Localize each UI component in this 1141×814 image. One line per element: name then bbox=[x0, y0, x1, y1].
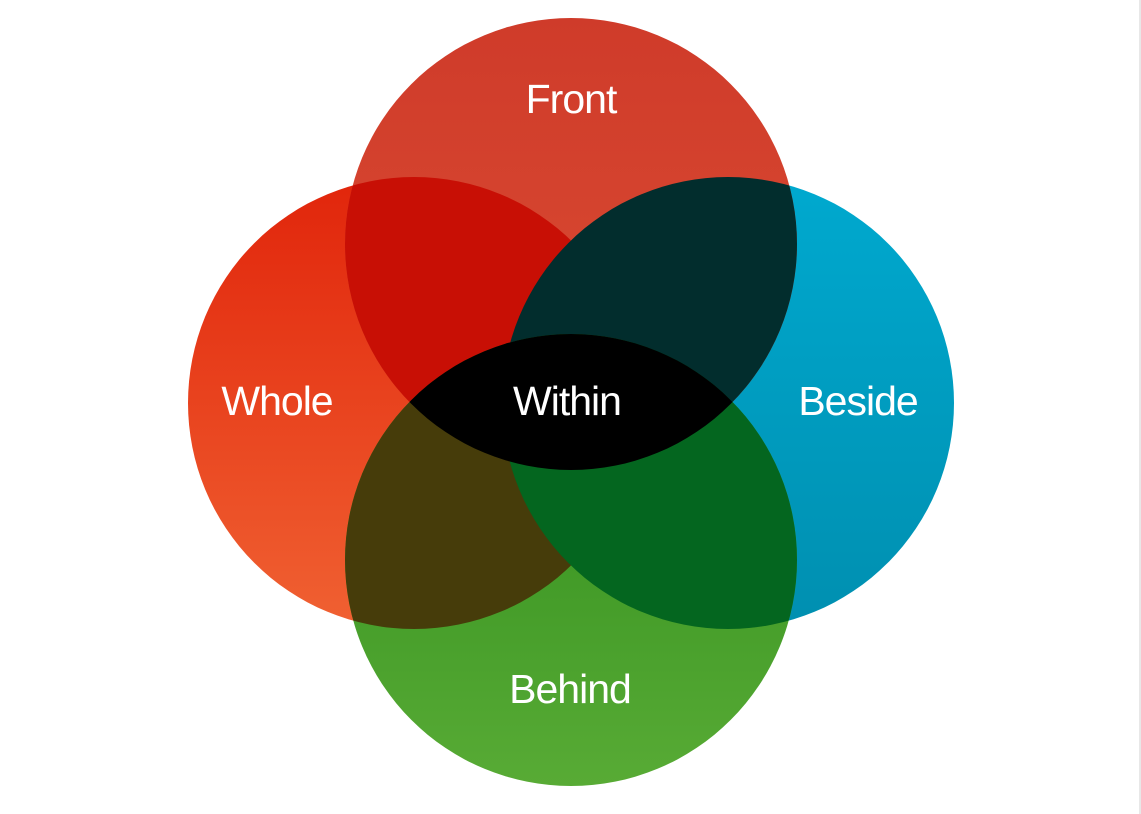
label-behind: Behind bbox=[509, 666, 631, 712]
page-right-border bbox=[1139, 0, 1141, 814]
label-front: Front bbox=[526, 76, 618, 122]
label-within: Within bbox=[513, 378, 621, 424]
label-beside: Beside bbox=[798, 378, 917, 424]
label-whole: Whole bbox=[221, 378, 332, 424]
